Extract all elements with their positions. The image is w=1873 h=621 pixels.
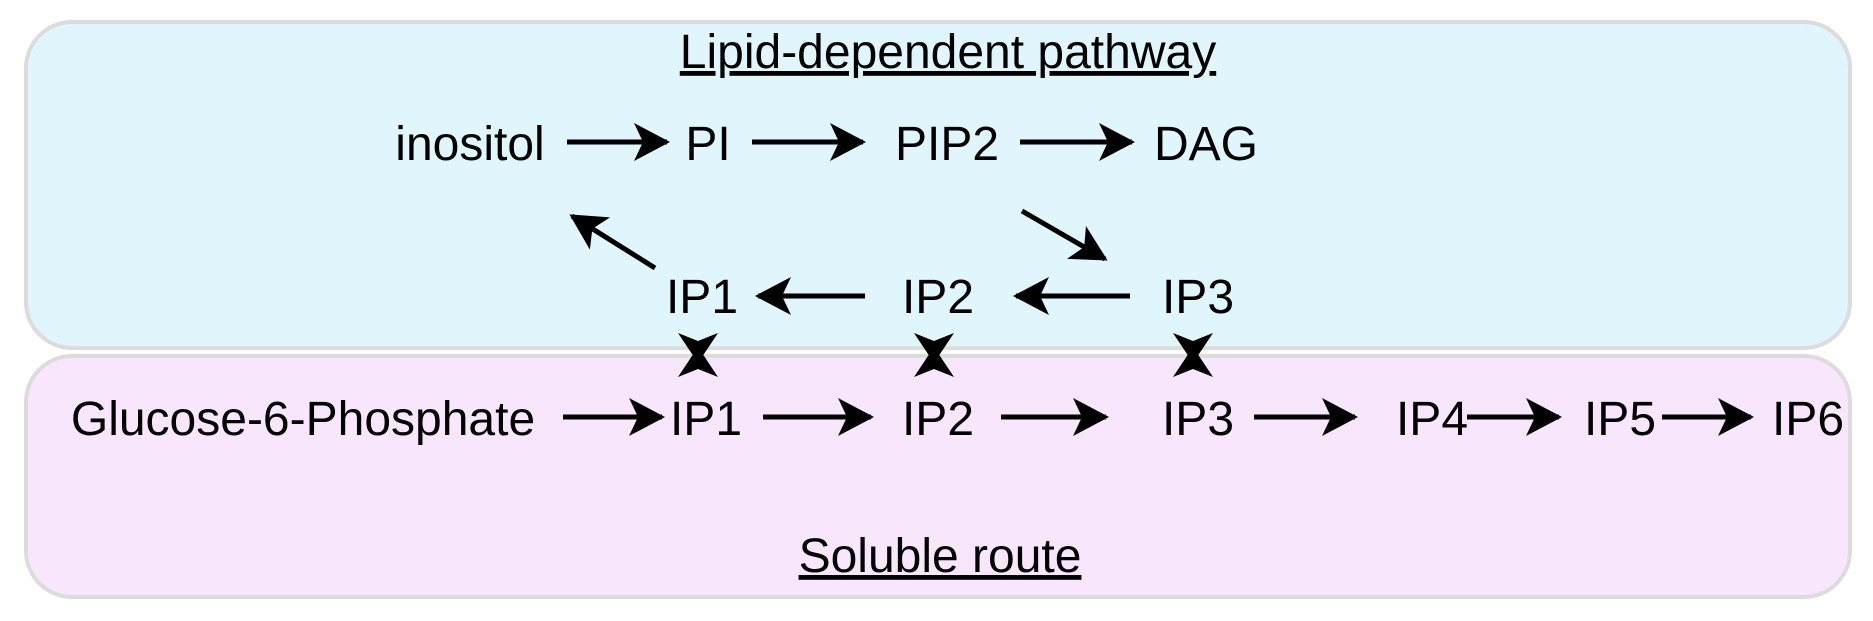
soluble-node-ip3: IP3	[1162, 393, 1234, 446]
node-inositol: inositol	[395, 118, 544, 171]
node-dag: DAG	[1154, 118, 1258, 171]
arrow-pip2-to-ip3	[1020, 208, 1108, 262]
soluble-node-ip1: IP1	[670, 393, 742, 446]
soluble-route-title: Soluble route	[799, 530, 1082, 583]
soluble-node-ip4: IP4	[1396, 393, 1468, 446]
soluble-node-ip6: IP6	[1772, 393, 1844, 446]
soluble-node-ip2: IP2	[902, 393, 974, 446]
node-pip2: PIP2	[895, 118, 999, 171]
lipid-node-ip2: IP2	[902, 271, 974, 324]
lipid-node-ip3: IP3	[1162, 271, 1234, 324]
lipid-node-ip1: IP1	[666, 271, 738, 324]
lipid-pathway-title: Lipid-dependent pathway	[680, 26, 1216, 79]
node-pi: PI	[685, 118, 730, 171]
soluble-node-g6p: Glucose-6-Phosphate	[71, 393, 535, 446]
arrow-ip1-to-inositol	[569, 213, 657, 271]
soluble-node-ip5: IP5	[1584, 393, 1656, 446]
